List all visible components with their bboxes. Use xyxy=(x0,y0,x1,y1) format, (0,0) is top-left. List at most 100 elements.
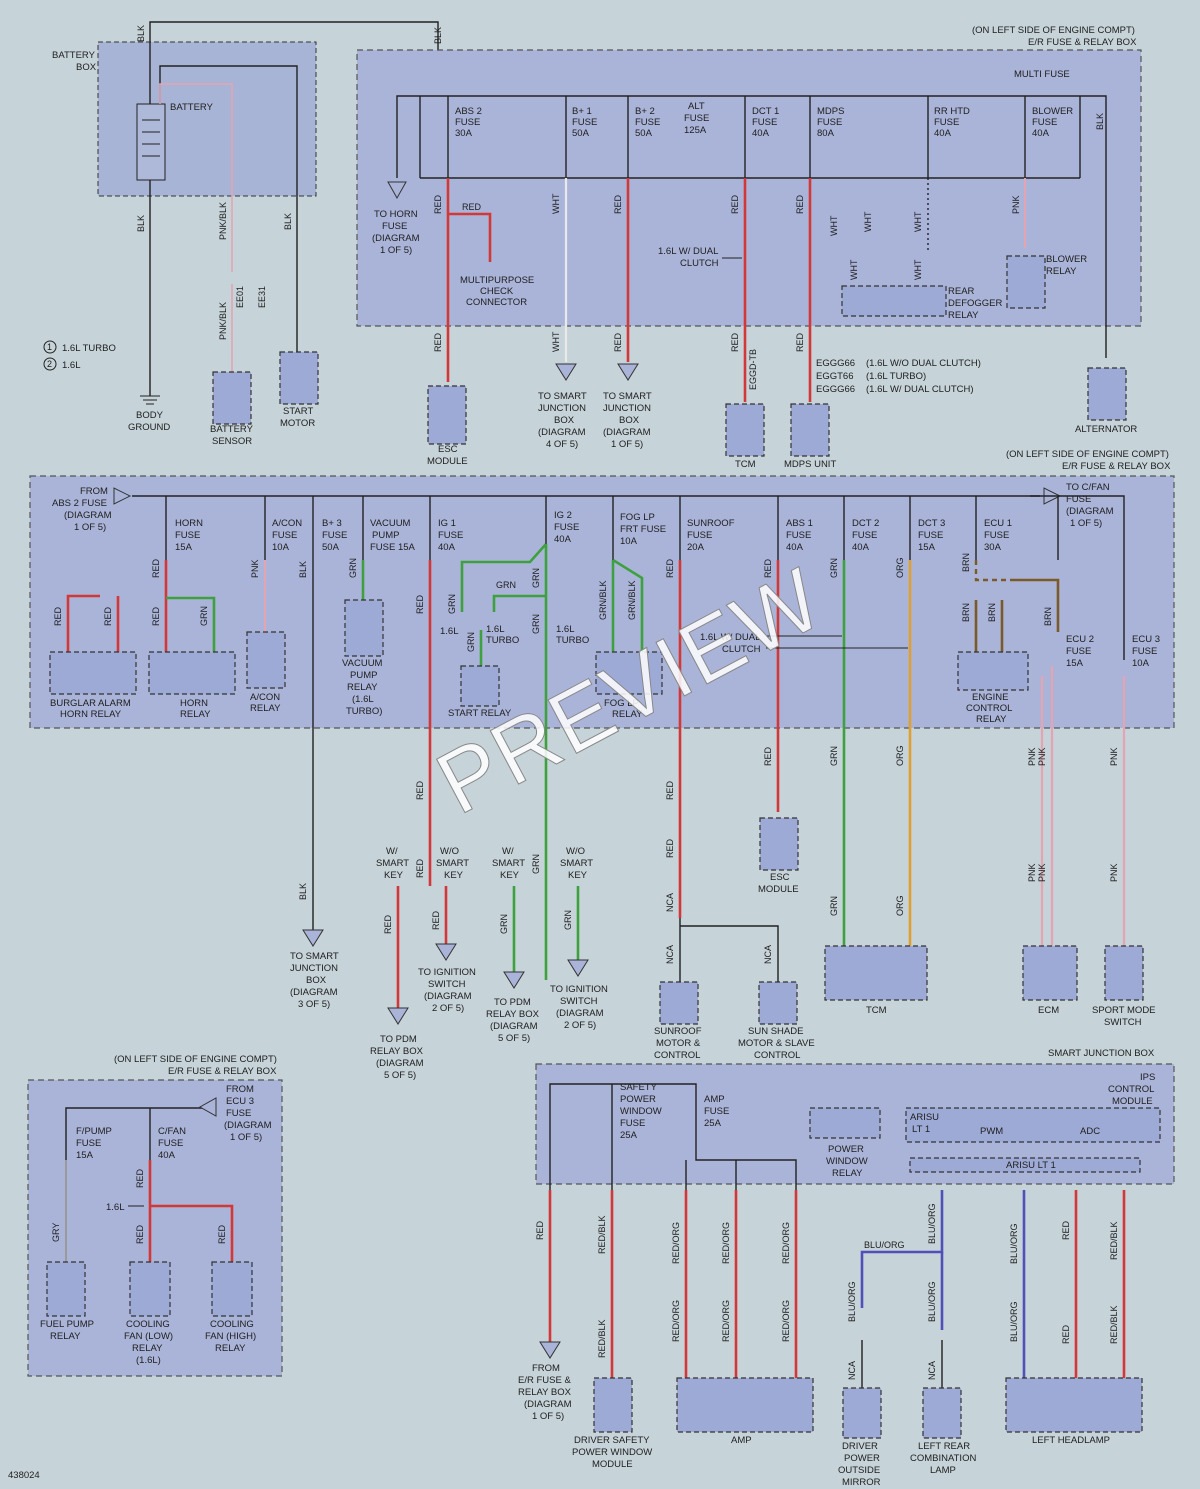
svg-text:DCT 1: DCT 1 xyxy=(752,106,779,117)
svg-text:1 OF 5): 1 OF 5) xyxy=(74,522,106,533)
vacuum-pump-relay xyxy=(344,599,384,657)
svg-text:C/FAN: C/FAN xyxy=(158,1126,186,1137)
amp xyxy=(676,1377,814,1433)
svg-text:EE01: EE01 xyxy=(235,286,245,308)
svg-text:1: 1 xyxy=(47,342,52,352)
svg-text:FRT FUSE: FRT FUSE xyxy=(620,524,666,535)
svg-text:RED: RED xyxy=(535,1220,545,1240)
svg-text:1.6L W/ DUAL: 1.6L W/ DUAL xyxy=(658,246,718,257)
svg-text:50A: 50A xyxy=(572,128,590,139)
svg-text:BATTERY: BATTERY xyxy=(210,424,254,435)
svg-text:MDPS: MDPS xyxy=(817,106,844,117)
svg-text:1.6L: 1.6L xyxy=(440,626,459,637)
svg-text:BLK: BLK xyxy=(1095,113,1105,130)
svg-text:RELAY: RELAY xyxy=(132,1343,163,1354)
svg-text:RED: RED xyxy=(135,1224,145,1244)
svg-text:RELAY: RELAY xyxy=(612,709,643,720)
svg-text:40A: 40A xyxy=(554,534,572,545)
svg-text:HORN: HORN xyxy=(180,698,208,709)
svg-text:1.6L: 1.6L xyxy=(486,624,505,635)
svg-text:RED: RED xyxy=(151,606,161,626)
esc-module-low xyxy=(759,817,799,871)
alternator xyxy=(1087,367,1127,421)
svg-text:FUSE: FUSE xyxy=(272,530,297,541)
svg-text:RELAY: RELAY xyxy=(250,703,281,714)
svg-text:1.6L W/ DUAL: 1.6L W/ DUAL xyxy=(700,632,760,643)
svg-text:(1.6L: (1.6L xyxy=(352,694,374,705)
svg-text:DCT 3: DCT 3 xyxy=(918,518,945,529)
svg-text:BOX: BOX xyxy=(306,975,327,986)
svg-text:BLK: BLK xyxy=(283,213,293,230)
sun-shade-motor xyxy=(758,981,798,1025)
svg-text:NCA: NCA xyxy=(665,945,675,964)
svg-text:RED/ORG: RED/ORG xyxy=(721,1300,731,1342)
svg-text:(DIAGRAM: (DIAGRAM xyxy=(524,1399,572,1410)
svg-text:RED: RED xyxy=(613,332,623,352)
svg-text:GRN: GRN xyxy=(531,614,541,634)
svg-text:TO C/FAN: TO C/FAN xyxy=(1066,482,1110,493)
svg-text:START: START xyxy=(283,406,313,417)
svg-text:(DIAGRAM: (DIAGRAM xyxy=(224,1120,272,1131)
svg-text:AMP: AMP xyxy=(704,1094,725,1105)
svg-text:FUSE: FUSE xyxy=(572,117,597,128)
svg-text:WHT: WHT xyxy=(551,193,561,214)
svg-text:SUN SHADE: SUN SHADE xyxy=(748,1026,803,1037)
svg-text:WHT: WHT xyxy=(913,211,923,232)
svg-text:RELAY: RELAY xyxy=(976,714,1007,725)
svg-text:EGGG66: EGGG66 xyxy=(816,358,855,369)
svg-text:SMART: SMART xyxy=(376,858,409,869)
svg-text:FUSE: FUSE xyxy=(687,530,712,541)
svg-text:TO SMART: TO SMART xyxy=(290,951,339,962)
esc-module-top xyxy=(427,385,467,445)
svg-text:SUNROOF: SUNROOF xyxy=(654,1026,702,1037)
svg-text:CONTROL: CONTROL xyxy=(754,1050,800,1061)
svg-text:SUNROOF: SUNROOF xyxy=(687,518,735,529)
svg-text:FUSE: FUSE xyxy=(226,1108,251,1119)
svg-text:FUSE: FUSE xyxy=(158,1138,183,1149)
tcm-top xyxy=(725,403,765,457)
svg-text:(1.6L): (1.6L) xyxy=(136,1355,161,1366)
svg-text:GRN: GRN xyxy=(829,896,839,916)
svg-text:JUNCTION: JUNCTION xyxy=(603,403,651,414)
svg-text:HORN RELAY: HORN RELAY xyxy=(60,709,122,720)
battery-box-label: BATTERY xyxy=(52,50,96,61)
svg-text:POWER: POWER xyxy=(844,1453,880,1464)
svg-text:BLOWER: BLOWER xyxy=(1046,254,1087,265)
svg-text:CONTROL: CONTROL xyxy=(1108,1084,1154,1095)
svg-text:TO SMART: TO SMART xyxy=(538,391,587,402)
svg-text:RED: RED xyxy=(795,194,805,214)
svg-text:ARISU: ARISU xyxy=(910,1112,939,1123)
svg-text:PNK: PNK xyxy=(1027,863,1037,882)
svg-text:MODULE: MODULE xyxy=(427,456,468,467)
tcm-low xyxy=(824,945,928,1001)
svg-text:GRN: GRN xyxy=(563,910,573,930)
svg-text:ORG: ORG xyxy=(895,895,905,916)
svg-text:CONTROL: CONTROL xyxy=(654,1050,700,1061)
svg-text:PNK: PNK xyxy=(1109,747,1119,766)
svg-text:PNK: PNK xyxy=(1027,747,1037,766)
svg-text:PNK: PNK xyxy=(1037,863,1047,882)
svg-text:KEY: KEY xyxy=(500,870,520,881)
svg-text:JUNCTION: JUNCTION xyxy=(290,963,338,974)
rear-defogger-relay xyxy=(841,285,947,317)
svg-text:MDPS UNIT: MDPS UNIT xyxy=(784,459,836,470)
svg-text:80A: 80A xyxy=(817,128,835,139)
svg-text:GRN: GRN xyxy=(466,632,476,652)
burglar-alarm-horn-relay xyxy=(49,651,137,695)
svg-text:GRN: GRN xyxy=(499,914,509,934)
svg-text:A/CON: A/CON xyxy=(272,518,302,529)
svg-text:MODULE: MODULE xyxy=(1112,1096,1153,1107)
svg-text:FAN (HIGH): FAN (HIGH) xyxy=(205,1331,256,1342)
svg-text:1.6L TURBO: 1.6L TURBO xyxy=(62,343,116,354)
svg-text:RED: RED xyxy=(613,194,623,214)
svg-text:SMART: SMART xyxy=(492,858,525,869)
svg-text:ESC: ESC xyxy=(770,872,790,883)
svg-text:IPS: IPS xyxy=(1140,1072,1155,1083)
svg-text:BLK: BLK xyxy=(298,883,308,900)
svg-text:OUTSIDE: OUTSIDE xyxy=(838,1465,880,1476)
svg-text:WHT: WHT xyxy=(863,211,873,232)
svg-text:BRN: BRN xyxy=(961,553,971,572)
svg-text:(DIAGRAM: (DIAGRAM xyxy=(538,427,586,438)
svg-text:1 OF 5): 1 OF 5) xyxy=(380,245,412,256)
